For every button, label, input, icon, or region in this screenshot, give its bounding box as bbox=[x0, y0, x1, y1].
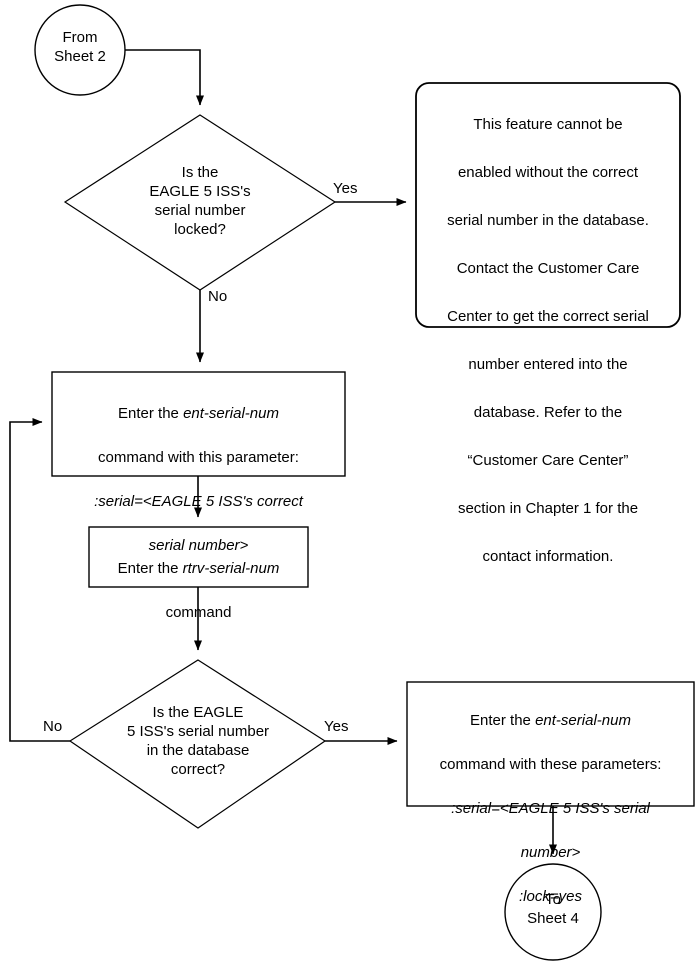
connector-correct-no-loopback-to-ent-serial bbox=[9, 418, 70, 742]
edge-label-correct-yes: Yes bbox=[324, 718, 349, 735]
edge-label-locked-no: No bbox=[208, 288, 228, 305]
node-process-ent-serial-num-lock bbox=[406, 681, 695, 807]
connector-from-sheet-to-decision-locked bbox=[125, 49, 204, 106]
node-decision-serial-locked bbox=[63, 114, 337, 291]
node-from-sheet-2 bbox=[34, 4, 126, 96]
edge-label-correct-no: No bbox=[43, 718, 63, 735]
node-process-ent-serial-num bbox=[51, 371, 346, 477]
edge-label-locked-yes: Yes bbox=[333, 180, 358, 197]
node-note-customer-care bbox=[415, 82, 681, 328]
node-decision-serial-correct bbox=[68, 659, 327, 829]
node-to-sheet-4 bbox=[504, 863, 602, 961]
node-process-rtrv-serial-num bbox=[88, 526, 309, 588]
